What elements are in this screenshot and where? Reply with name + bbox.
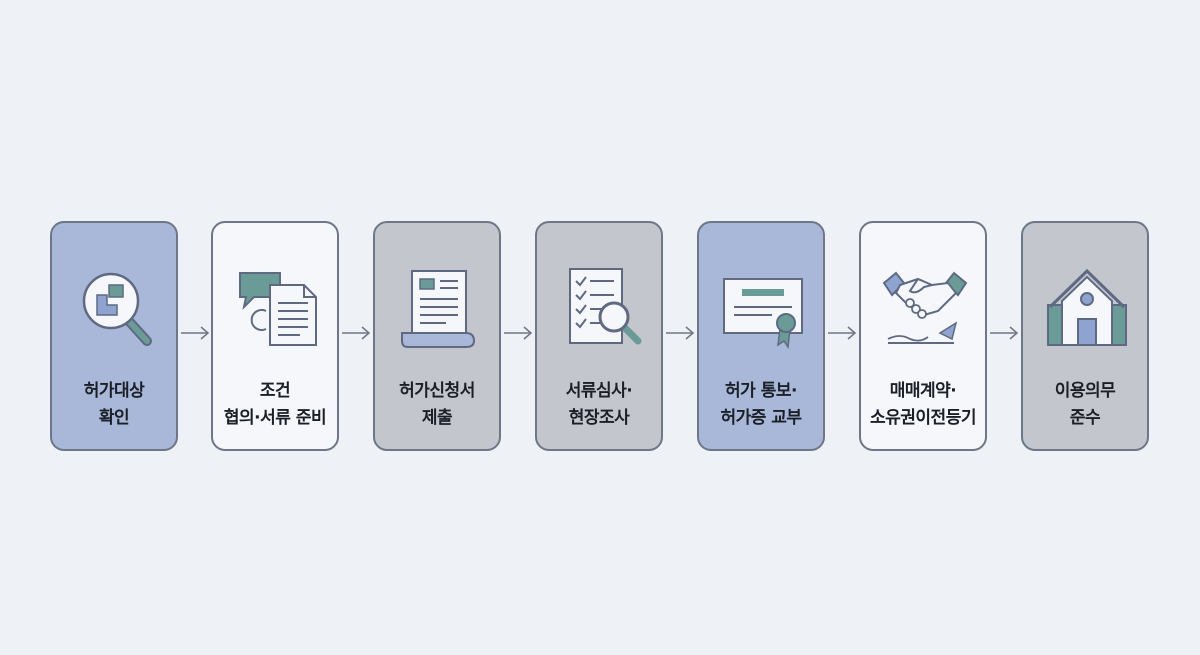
step-4-subtitle: 현장조사 xyxy=(568,408,630,428)
step-2-title: 조건 xyxy=(259,381,291,401)
step-2-subtitle: 협의·서류 준비 xyxy=(223,408,327,428)
step-card-2: 조건 협의·서류 준비 xyxy=(211,221,339,451)
step-card-4: 서류심사· 현장조사 xyxy=(535,221,663,451)
step-5-title: 허가 통보· xyxy=(725,381,797,401)
step-4-title: 서류심사· xyxy=(565,381,633,401)
step-card-7: 이용의무 준수 xyxy=(1021,221,1149,451)
step-card-5: 허가 통보· 허가증 교부 xyxy=(697,221,825,451)
application-form-icon xyxy=(394,263,484,353)
step-card-1: 허가대상 확인 xyxy=(50,221,178,451)
arrow-right-icon xyxy=(341,325,371,341)
step-3-title: 허가신청서 xyxy=(399,381,475,401)
step-card-6: 매매계약· 소유권이전등기 xyxy=(859,221,987,451)
step-6-subtitle: 소유권이전등기 xyxy=(870,408,976,428)
checklist-magnifier-icon xyxy=(556,263,646,353)
documents-chat-icon xyxy=(232,263,322,353)
step-6-title: 매매계약· xyxy=(889,381,957,401)
step-card-3: 허가신청서 제출 xyxy=(373,221,501,451)
house-icon xyxy=(1042,263,1132,353)
arrow-right-icon xyxy=(180,325,210,341)
step-7-subtitle: 준수 xyxy=(1069,408,1101,428)
arrow-right-icon xyxy=(989,325,1019,341)
step-3-subtitle: 제출 xyxy=(421,408,453,428)
certificate-icon xyxy=(718,263,808,353)
step-5-subtitle: 허가증 교부 xyxy=(720,408,802,428)
step-1-subtitle: 확인 xyxy=(98,408,130,428)
step-7-title: 이용의무 xyxy=(1054,381,1116,401)
search-icon xyxy=(71,263,161,353)
arrow-right-icon xyxy=(503,325,533,341)
arrow-right-icon xyxy=(665,325,695,341)
arrow-right-icon xyxy=(827,325,857,341)
step-1-title: 허가대상 xyxy=(83,381,145,401)
handshake-icon xyxy=(880,263,970,353)
